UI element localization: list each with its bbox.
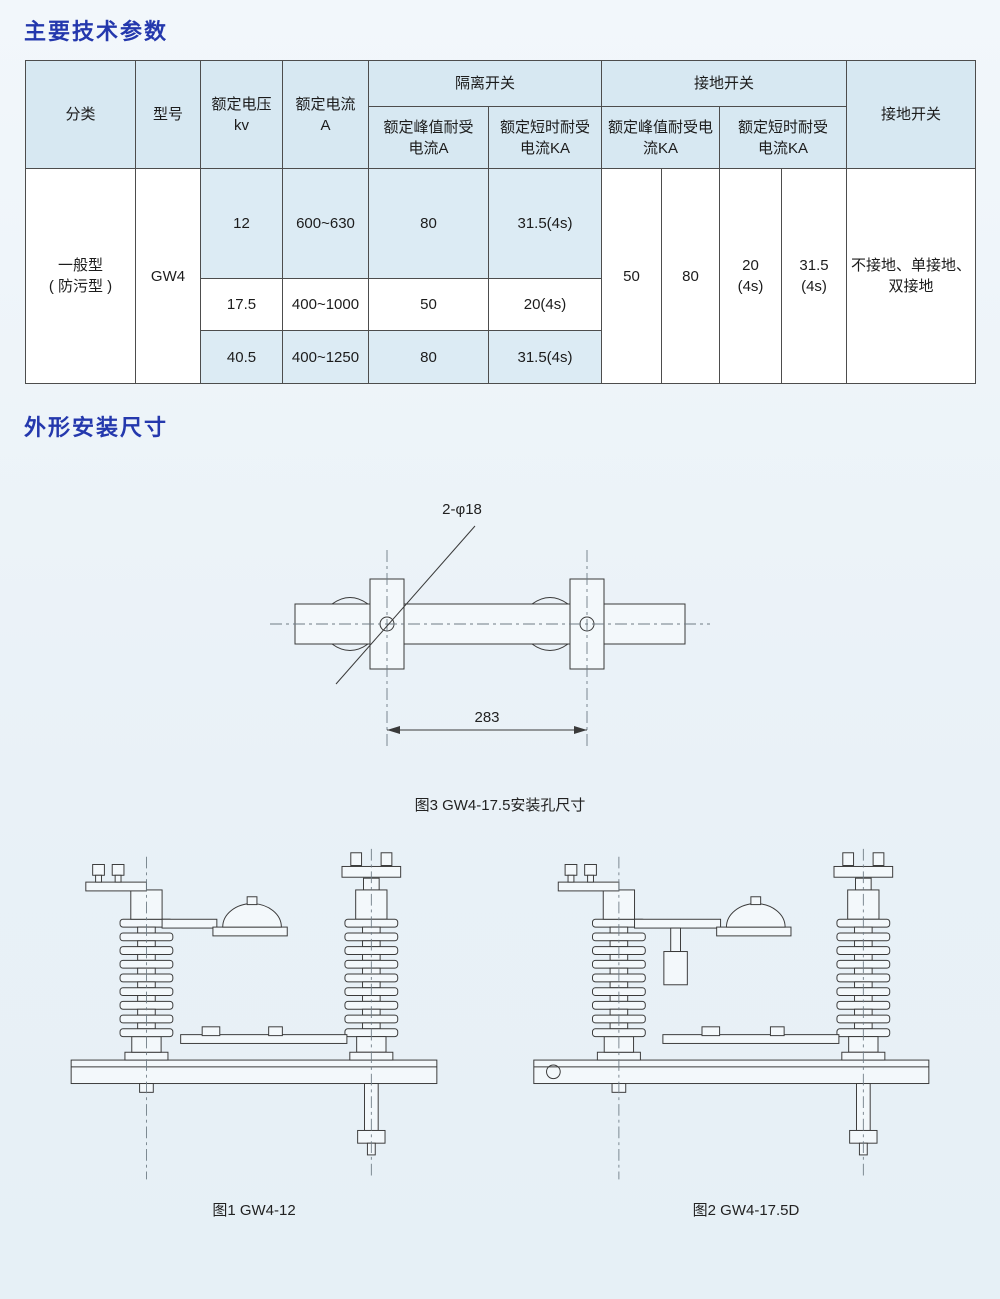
header-classification: 分类 xyxy=(25,60,136,169)
contact-arm xyxy=(161,918,218,929)
operating-linkage xyxy=(662,1026,840,1044)
cell-current-row3: 400~1250 xyxy=(282,330,369,384)
terminal-left xyxy=(85,864,147,892)
cell-disc-short-row3: 31.5(4s) xyxy=(487,330,603,384)
header-voltage: 额定电压 kv xyxy=(200,60,283,169)
figure1-drawing xyxy=(70,848,438,1180)
cell-disc-short-row1: 31.5(4s) xyxy=(487,168,603,279)
terminal-left xyxy=(557,864,620,892)
cell-disc-peak-row3: 80 xyxy=(368,330,489,384)
figure1: 图1 GW4-12 xyxy=(34,843,474,1220)
header-disc-short: 额定短时耐受 电流KA xyxy=(487,106,603,169)
hole-diameter-label: 2-φ18 xyxy=(442,501,482,518)
cell-disc-peak-row1: 80 xyxy=(368,168,489,279)
cell-model: GW4 xyxy=(135,168,201,384)
outline-figures: 图1 GW4-12 xyxy=(0,843,1000,1220)
base-frame xyxy=(533,1059,930,1085)
contact-dome xyxy=(716,896,792,937)
cell-voltage-row2: 17.5 xyxy=(200,278,283,331)
header-model: 型号 xyxy=(135,60,201,169)
operating-linkage xyxy=(180,1026,348,1044)
cell-voltage-row1: 12 xyxy=(200,168,283,279)
cell-voltage-row3: 40.5 xyxy=(200,330,283,384)
cell-earthing-mode: 不接地、单接地、双接地 xyxy=(846,168,977,384)
parameters-table: 分类 型号 额定电压 kv 额定电流 A 隔离开关 接地开关 接地开关 额定峰值… xyxy=(25,60,977,384)
cell-earth-peak-1: 50 xyxy=(601,168,663,384)
center-lines xyxy=(618,848,864,1180)
header-earth-short-line2: 电流KA xyxy=(758,139,809,157)
header-current-line2: A xyxy=(320,116,331,134)
cell-disc-peak-row2: 50 xyxy=(368,278,489,331)
figure2: 图2 GW4-17.5D xyxy=(526,843,966,1220)
header-voltage-line2: kv xyxy=(234,116,249,134)
header-disc-peak: 额定峰值耐受 电流A xyxy=(368,106,489,169)
header-earth-peak-line2: 流KA xyxy=(643,139,679,157)
header-earthing-column: 接地开关 xyxy=(846,60,977,169)
base-frame xyxy=(70,1059,438,1085)
header-earth-peak-line1: 额定峰值耐受电 xyxy=(608,118,714,136)
figure3: 2-φ18 283 图3 GW4-17.5安装孔尺寸 xyxy=(0,484,1000,815)
section-title-dimensions: 外形安装尺寸 xyxy=(24,415,169,440)
header-earthing-group: 接地开关 xyxy=(601,60,848,107)
figure3-caption: 图3 GW4-17.5安装孔尺寸 xyxy=(414,797,586,814)
dimension-label: 283 xyxy=(474,709,499,726)
figure1-caption: 图1 GW4-12 xyxy=(212,1202,296,1219)
header-current-line1: 额定电流 xyxy=(295,95,356,113)
header-disc-peak-line1: 额定峰值耐受 xyxy=(383,118,474,136)
leader-line xyxy=(335,525,476,685)
header-earth-short-line1: 额定短时耐受 xyxy=(738,118,829,136)
header-current: 额定电流 A xyxy=(282,60,369,169)
operating-shaft xyxy=(611,1083,878,1156)
operating-shaft xyxy=(139,1083,386,1156)
header-disc-peak-line2: 电流A xyxy=(408,139,449,157)
contact-arm xyxy=(634,918,722,929)
header-earth-short: 额定短时耐受 电流KA xyxy=(719,106,848,169)
center-lines xyxy=(270,550,710,750)
figure3-drawing: 2-φ18 283 xyxy=(270,501,710,750)
cell-disc-short-row2: 20(4s) xyxy=(487,278,603,331)
cell-earth-short-2: 31.5 (4s) xyxy=(781,168,848,384)
cell-earth-short-1-line2: (4s) xyxy=(737,278,764,295)
figure2-drawing xyxy=(533,848,930,1180)
cell-current-row1: 600~630 xyxy=(282,168,369,279)
cell-earth-short-1-line1: 20 xyxy=(742,257,759,274)
header-disconnector-group: 隔离开关 xyxy=(367,60,603,107)
cell-classification: 一般型 ( 防污型 ) xyxy=(25,168,136,384)
cell-earth-peak-2: 80 xyxy=(661,168,721,384)
dimension-283: 283 xyxy=(387,709,587,734)
hanging-bracket xyxy=(663,927,688,986)
header-disc-short-line1: 额定短时耐受 xyxy=(500,118,591,136)
header-earth-peak: 额定峰值耐受电 流KA xyxy=(601,106,721,169)
cell-classification-line1: 一般型 xyxy=(57,257,103,274)
cell-earth-short-1: 20 (4s) xyxy=(719,168,783,384)
figure2-caption: 图2 GW4-17.5D xyxy=(692,1202,800,1219)
contact-dome xyxy=(212,896,288,937)
cell-classification-line2: ( 防污型 ) xyxy=(48,278,113,295)
cell-earth-short-2-line2: (4s) xyxy=(801,278,827,295)
base-hole xyxy=(546,1064,561,1080)
header-disc-short-line2: 电流KA xyxy=(520,139,571,157)
cell-earth-short-2-line1: 31.5 xyxy=(799,257,829,274)
header-voltage-line1: 额定电压 xyxy=(211,95,272,113)
center-lines xyxy=(146,848,372,1180)
cell-current-row2: 400~1000 xyxy=(282,278,369,331)
section-title-parameters: 主要技术参数 xyxy=(24,19,169,44)
insulator-left xyxy=(592,889,646,1061)
